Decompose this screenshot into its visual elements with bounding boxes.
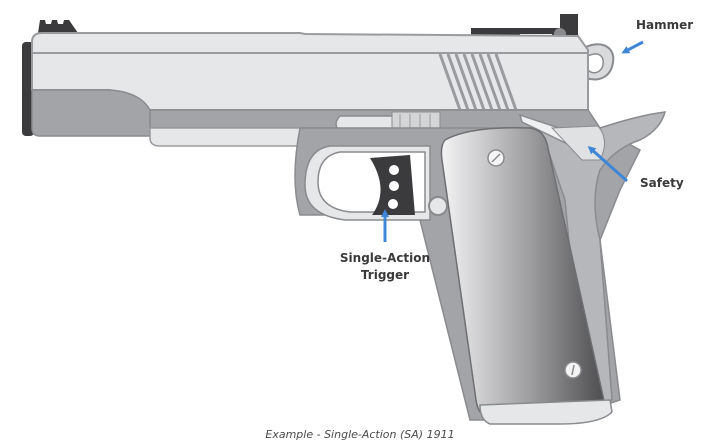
beavertail <box>538 111 667 409</box>
trigger-label-line1: Single-Action <box>339 251 431 265</box>
safety-arrow-icon <box>587 146 628 183</box>
safety-label: Safety <box>640 176 684 190</box>
slide-serrations <box>438 53 518 111</box>
mag-base <box>479 399 613 425</box>
trigger-label-line2: Trigger <box>360 268 410 282</box>
dust-cover <box>31 89 151 137</box>
trigger-label: Single-Action Trigger <box>335 250 435 284</box>
hammer-arrow-icon <box>621 40 644 54</box>
front-sight <box>38 20 78 33</box>
diagram-caption: Example - Single-Action (SA) 1911 <box>265 428 455 441</box>
hammer-label: Hammer <box>636 18 694 32</box>
